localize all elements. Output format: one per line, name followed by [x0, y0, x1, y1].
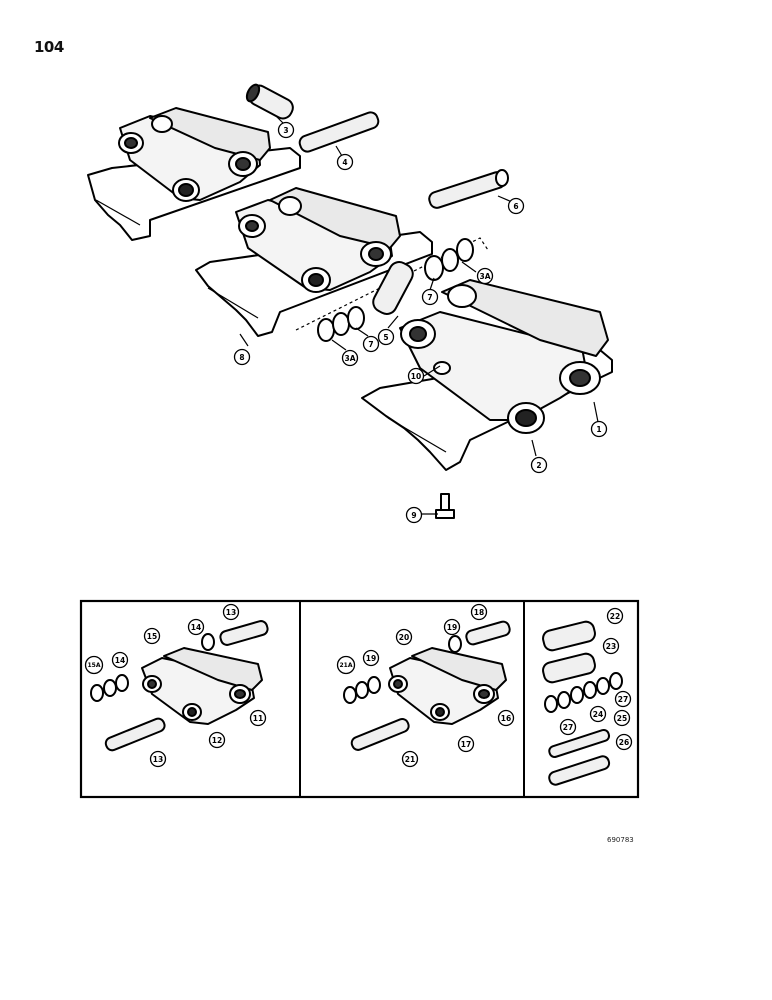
callout-box1-14: 14 — [187, 618, 205, 636]
svg-text:8: 8 — [239, 353, 244, 362]
kit-1-parts — [90, 620, 269, 752]
svg-text:10: 10 — [411, 372, 421, 381]
svg-text:17: 17 — [461, 740, 471, 749]
pin-4 — [298, 111, 380, 153]
callout-main-3a: 3A — [341, 349, 359, 367]
callout-box3-25: 25 — [613, 709, 631, 727]
callout-box3-27: 27 — [614, 690, 632, 708]
svg-text:26: 26 — [619, 738, 629, 747]
callout-box1-15a: 15A — [84, 655, 104, 675]
callout-main-6: 6 — [507, 197, 525, 215]
callout-box1-11: 11 — [249, 709, 267, 727]
callout-labels: 34683A7573A1012913141515A141112131819202… — [84, 121, 633, 768]
upper-track-shoe-assembly — [87, 107, 301, 241]
bushing-3 — [245, 83, 294, 120]
svg-text:14: 14 — [115, 656, 125, 665]
pin-6 — [428, 169, 509, 209]
seals-left — [317, 306, 365, 342]
svg-text:5: 5 — [383, 333, 388, 342]
svg-text:4: 4 — [342, 158, 347, 167]
svg-text:14: 14 — [191, 623, 201, 632]
svg-text:2: 2 — [536, 461, 541, 470]
page-number: 104 — [34, 38, 64, 56]
callout-box2-21: 21 — [401, 750, 419, 768]
svg-text:3: 3 — [283, 126, 288, 135]
svg-text:3A: 3A — [479, 272, 490, 281]
svg-text:7: 7 — [368, 340, 373, 349]
callout-box1-13: 13 — [149, 750, 167, 768]
callout-main-1: 1 — [590, 420, 608, 438]
svg-text:18: 18 — [474, 608, 484, 617]
svg-text:27: 27 — [563, 723, 573, 732]
middle-track-shoe-assembly — [195, 187, 433, 337]
callout-box2-19: 19 — [443, 618, 461, 636]
svg-text:9: 9 — [411, 511, 416, 520]
svg-text:15: 15 — [147, 632, 157, 641]
callout-main-4: 4 — [336, 153, 354, 171]
callout-box2-18: 18 — [470, 603, 488, 621]
kit-2-parts — [343, 620, 511, 751]
svg-text:25: 25 — [617, 714, 627, 723]
bushing-5 — [372, 261, 414, 315]
callout-box1-14: 14 — [111, 651, 129, 669]
svg-text:7: 7 — [427, 293, 432, 302]
figure-id: 690783 — [607, 836, 634, 844]
callout-main-7: 7 — [362, 335, 380, 353]
svg-text:11: 11 — [253, 714, 263, 723]
svg-text:22: 22 — [610, 612, 620, 621]
kit-3-parts — [542, 620, 623, 786]
callout-box2-17: 17 — [457, 735, 475, 753]
callout-box2-16: 16 — [497, 709, 515, 727]
svg-text:16: 16 — [501, 714, 511, 723]
callout-main-5: 5 — [377, 328, 395, 346]
callout-box1-15: 15 — [143, 627, 161, 645]
callout-main-2: 2 — [530, 456, 548, 474]
svg-text:27: 27 — [618, 695, 628, 704]
callout-box1-12: 12 — [208, 731, 226, 749]
callout-main-7: 7 — [421, 288, 439, 306]
seals-right — [424, 238, 474, 281]
callout-box3-22: 22 — [606, 607, 624, 625]
bolt-9 — [435, 493, 455, 519]
callout-main-9: 9 — [405, 506, 423, 524]
callout-box2-21a: 21A — [336, 655, 356, 675]
callout-box2-19: 19 — [362, 649, 380, 667]
callout-main-3: 3 — [277, 121, 295, 139]
callout-main-8: 8 — [233, 348, 251, 366]
svg-text:21A: 21A — [340, 662, 353, 669]
svg-text:23: 23 — [606, 642, 616, 651]
svg-text:21: 21 — [405, 755, 415, 764]
svg-text:13: 13 — [226, 608, 236, 617]
callout-box3-23: 23 — [602, 637, 620, 655]
svg-text:15A: 15A — [88, 662, 101, 669]
svg-text:1: 1 — [596, 425, 601, 434]
svg-text:12: 12 — [212, 736, 222, 745]
callout-box3-27: 27 — [559, 718, 577, 736]
lower-track-shoe-assembly — [361, 279, 613, 471]
callout-box3-26: 26 — [615, 733, 633, 751]
svg-text:19: 19 — [366, 654, 376, 663]
callout-box3-24: 24 — [589, 705, 607, 723]
callout-main-3a: 3A — [476, 267, 494, 285]
callout-box1-13: 13 — [222, 603, 240, 621]
svg-text:20: 20 — [399, 633, 409, 642]
callout-box2-20: 20 — [395, 628, 413, 646]
kit-box-frame — [79, 599, 640, 799]
svg-text:13: 13 — [153, 755, 163, 764]
svg-text:6: 6 — [513, 202, 518, 211]
callout-main-10: 10 — [407, 367, 425, 385]
svg-text:19: 19 — [447, 623, 457, 632]
svg-text:3A: 3A — [344, 354, 355, 363]
svg-text:24: 24 — [593, 710, 603, 719]
